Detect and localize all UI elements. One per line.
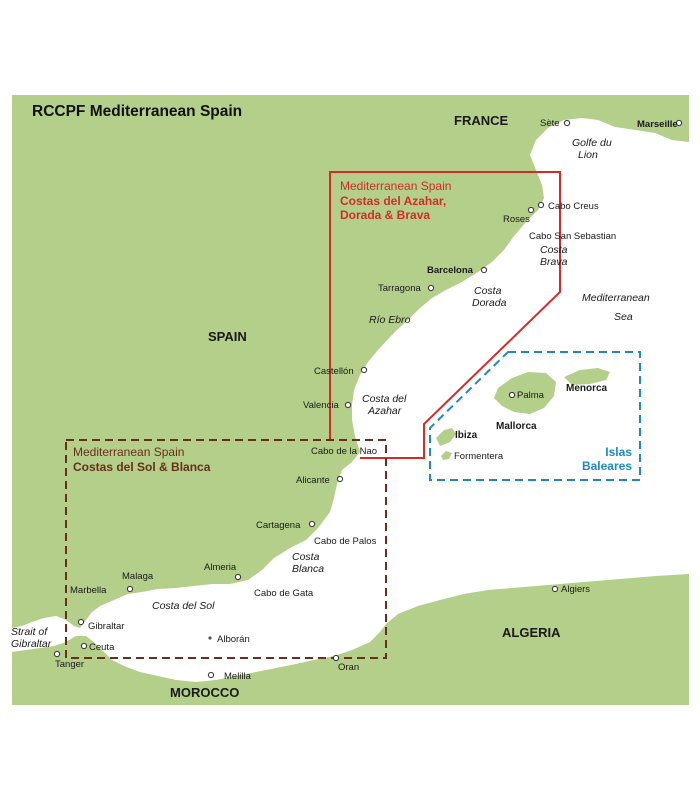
country-morocco: MOROCCO [170, 685, 239, 700]
brown-chart-name: Costas del Sol & Blanca [73, 460, 211, 474]
label-malaga: Malaga [122, 571, 154, 582]
label-castellon: Castellón [314, 366, 354, 377]
label-cabo-nao: Cabo de la Nao [311, 446, 377, 457]
marker-roses [527, 206, 535, 214]
marker-alicante [336, 475, 344, 483]
label-almeria: Almeria [204, 562, 237, 573]
map-title: RCCPF Mediterranean Spain [32, 103, 242, 120]
country-spain: SPAIN [208, 329, 247, 344]
label-cartagena: Cartagena [256, 520, 301, 531]
label-mediterranean-line2: Sea [614, 311, 633, 323]
label-costa-azahar-line2: Azahar [367, 405, 402, 417]
label-marseille: Marseille [637, 119, 678, 130]
marker-tarragona [427, 284, 435, 292]
label-gibraltar: Gibraltar [88, 621, 124, 632]
marker-melilla [207, 671, 215, 679]
label-sete: Sète [540, 118, 560, 129]
chart-outline-brown [65, 439, 387, 659]
label-golfe-line2: Lion [578, 149, 598, 161]
blue-chart-name-line2: Baleares [582, 459, 632, 473]
label-marbella: Marbella [70, 585, 107, 596]
marker-palma [508, 391, 516, 399]
land-north-africa [12, 574, 689, 705]
label-menorca: Menorca [566, 383, 608, 394]
chart-outline-red [329, 171, 561, 459]
label-roses: Roses [503, 214, 530, 225]
country-france: FRANCE [454, 113, 508, 128]
label-cabo-palos: Cabo de Palos [314, 536, 377, 547]
label-golfe-line1: Golfe du [572, 137, 612, 149]
label-rio-ebro: Río Ebro [369, 314, 411, 326]
label-costa-sol: Costa del Sol [152, 600, 215, 612]
label-barcelona: Barcelona [427, 265, 474, 276]
chart-outline-blue [429, 351, 641, 481]
brown-chart-subtitle: Mediterranean Spain [73, 445, 184, 459]
marker-alboran [208, 636, 212, 640]
label-ibiza: Ibiza [455, 430, 478, 441]
label-cabo-sebastian: Cabo San Sebastian [529, 231, 616, 242]
label-cabo-creus: Cabo Creus [548, 201, 599, 212]
label-costa-azahar-line1: Costa del [362, 393, 407, 405]
marker-tanger [53, 650, 61, 658]
label-alboran: Alborán [217, 634, 250, 645]
city-markers [53, 119, 683, 679]
label-costa-blanca-line1: Costa [292, 551, 320, 563]
label-melilla: Melilla [224, 671, 252, 682]
label-alicante: Alicante [296, 475, 330, 486]
marker-cabo-creus [537, 201, 545, 209]
country-algeria: ALGERIA [502, 625, 561, 640]
island-menorca [564, 368, 610, 385]
label-valencia: Valencia [303, 400, 339, 411]
label-formentera: Formentera [454, 451, 504, 462]
red-chart-name-line1: Costas del Azahar, [340, 194, 446, 208]
label-costa-brava-line1: Costa [540, 244, 568, 256]
label-costa-brava-line2: Brava [540, 256, 568, 268]
marker-cartagena [308, 520, 316, 528]
marker-valencia [344, 401, 352, 409]
label-ceuta: Ceuta [89, 642, 115, 653]
marker-ceuta [80, 642, 88, 650]
marker-gibraltar [77, 618, 85, 626]
label-strait-line1: Strait of [11, 626, 48, 638]
red-chart-subtitle: Mediterranean Spain [340, 179, 451, 193]
label-costa-blanca-line2: Blanca [292, 563, 324, 575]
label-mallorca: Mallorca [496, 421, 537, 432]
label-cabo-gata: Cabo de Gata [254, 588, 314, 599]
island-mallorca [494, 372, 556, 414]
label-costa-dorada-line1: Costa [474, 285, 502, 297]
marker-algiers [551, 585, 559, 593]
label-tanger: Tanger [55, 659, 84, 670]
marker-castellon [360, 366, 368, 374]
marker-barcelona [480, 266, 488, 274]
marker-malaga [126, 585, 134, 593]
label-algiers: Algiers [561, 584, 590, 595]
marker-almeria [234, 573, 242, 581]
blue-chart-name-line1: Islas [605, 445, 632, 459]
island-formentera [441, 451, 452, 460]
label-mediterranean-line1: Mediterranean [582, 292, 650, 304]
label-costa-dorada-line2: Dorada [472, 297, 507, 309]
label-tarragona: Tarragona [378, 283, 421, 294]
land-iberia-france [12, 95, 689, 628]
label-oran: Oran [338, 662, 359, 673]
marker-oran [332, 654, 340, 662]
marker-marseille [675, 119, 683, 127]
label-palma: Palma [517, 390, 545, 401]
marker-sete [563, 119, 571, 127]
red-chart-name-line2: Dorada & Brava [340, 208, 430, 222]
label-strait-line2: Gibraltar [11, 638, 52, 650]
island-ibiza [436, 428, 456, 446]
